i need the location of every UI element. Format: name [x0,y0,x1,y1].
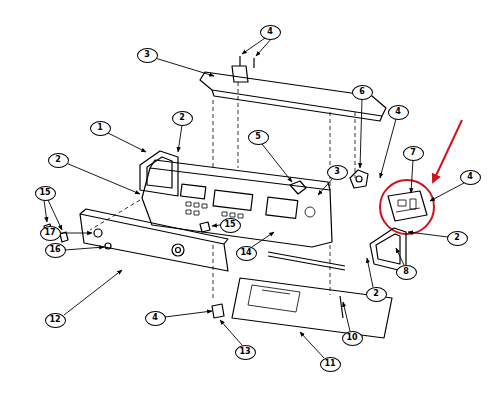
callout-number: 5 [248,130,269,145]
callout-number: 1 [90,121,111,136]
callout-number: 2 [447,231,468,246]
callout-number: 10 [342,331,363,346]
highlight-circle [380,180,434,234]
top-cover [200,56,386,121]
callout-number: 7 [403,146,424,161]
callout-number: 15 [35,186,56,201]
left-end-cap [140,151,178,196]
front-panel [80,209,228,271]
callout-number: 4 [460,170,481,185]
knob-part [350,170,368,188]
small-parts [44,222,210,249]
callout-number: 2 [172,111,193,126]
callout-number: 4 [145,311,166,326]
callout-number: 13 [235,345,256,360]
callout-number: 16 [45,243,66,258]
leader-lines [44,36,464,358]
control-board [388,191,427,221]
callout-number: 4 [388,105,409,120]
callout-number: 17 [40,226,61,241]
bracket-part [290,181,306,194]
callout-number: 3 [137,48,158,63]
callout-number: 2 [48,153,69,168]
callout-number: 2 [366,287,387,302]
callout-number: 14 [236,246,257,261]
callout-number: 15 [220,218,241,233]
callout-number: 4 [260,25,281,40]
callout-number: 12 [45,313,66,328]
highlight-arrow [433,120,462,182]
callout-number: 11 [320,357,341,372]
base-housing [212,278,392,338]
callout-number: 3 [327,165,348,180]
callout-number: 6 [352,85,373,100]
control-console [142,160,345,270]
assembly-lines [90,82,355,300]
callout-number: 8 [396,265,417,280]
